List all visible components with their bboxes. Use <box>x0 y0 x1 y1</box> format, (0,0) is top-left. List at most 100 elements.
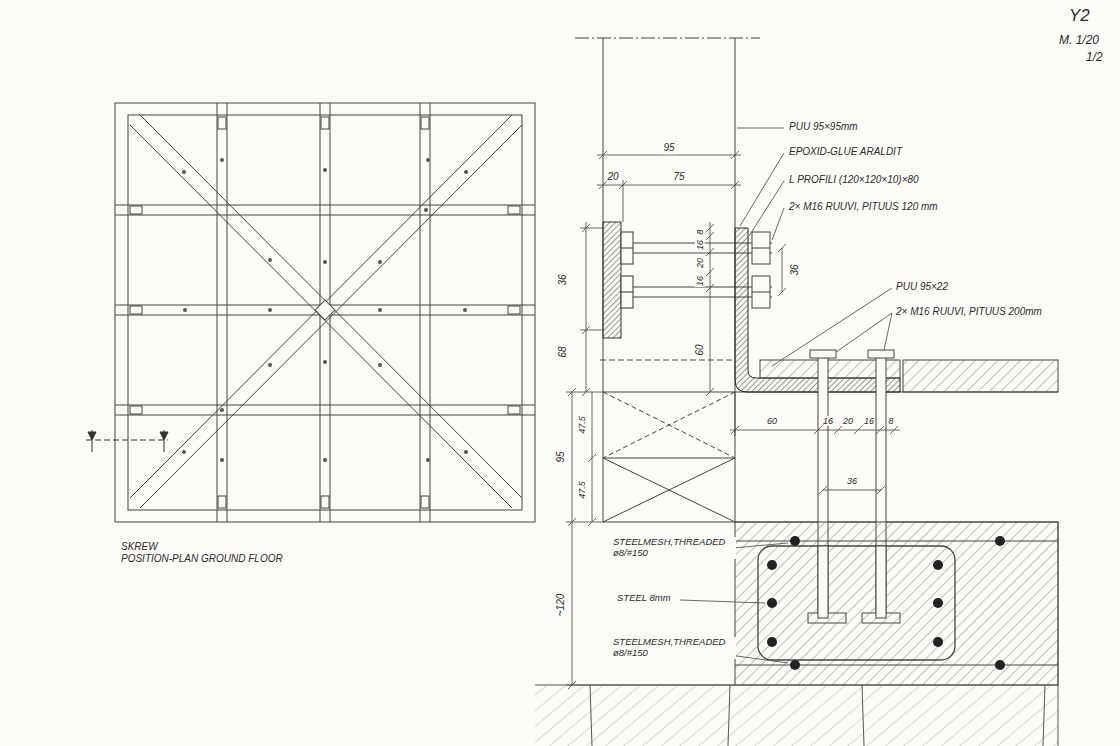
concrete-slab-part <box>876 546 886 618</box>
steel-plate <box>603 222 633 338</box>
dimension-lines-part <box>731 426 739 434</box>
dimension-lines-part <box>706 268 714 276</box>
plan-view-part <box>130 117 520 508</box>
dimension-lines-part <box>877 486 885 494</box>
plan-view-part-part <box>323 260 327 264</box>
plan-view-part-part <box>130 206 142 214</box>
anchor-bolts-part <box>810 350 836 358</box>
dimension-lines-part <box>778 288 786 296</box>
plan-view-part-part <box>378 308 382 312</box>
dimension-lines-part <box>854 426 862 434</box>
dimension-value: 60 <box>766 416 778 426</box>
plan-view-part-part <box>182 450 186 454</box>
dimension-lines-part <box>566 522 603 523</box>
section-view <box>575 38 1058 522</box>
material-note: PUU 95×22 <box>895 281 949 293</box>
concrete-slab-part <box>758 546 955 660</box>
leader-lines-part <box>749 181 784 236</box>
plan-view-part-part <box>508 206 520 214</box>
ground-part <box>590 685 592 746</box>
plan-view-part <box>115 215 535 216</box>
material-note: STEELMESH,THREADED ø8/#150 <box>612 637 736 659</box>
floor-board-part <box>903 360 1058 392</box>
plan-view-part-part <box>426 458 430 462</box>
dimension-lines-part <box>730 430 900 431</box>
plan-view-part <box>182 158 468 462</box>
dimension-value: 36 <box>557 273 569 286</box>
concrete-slab-part-part <box>933 560 943 570</box>
dimension-value: 16 <box>822 416 834 426</box>
leader-lines-part <box>772 288 892 366</box>
concrete-slab-part <box>818 546 828 618</box>
leader-lines-part <box>680 600 765 603</box>
plan-view-part <box>115 205 535 206</box>
dimension-lines-part <box>588 454 596 462</box>
concrete-slab-part-part <box>767 560 777 570</box>
dimension-lines-part <box>876 426 884 434</box>
drawing-caption: POSITION-PLAN GROUND FLOOR <box>120 553 284 565</box>
sheet-number: Y2 <box>1068 6 1091 26</box>
dimension-lines-part <box>710 222 711 392</box>
section-view-part-part <box>603 392 735 458</box>
section-view-part <box>600 360 735 361</box>
plan-view-part-part <box>130 406 142 414</box>
dimension-value: 75 <box>672 171 685 183</box>
ground-part <box>862 685 864 746</box>
dimension-lines-part <box>834 426 842 434</box>
dimension-value: 95 <box>662 142 675 154</box>
anchor-bolts-part <box>876 356 886 618</box>
dimension-value: 20 <box>695 257 705 269</box>
material-note: STEELMESH,THREADED ø8/#150 <box>612 537 736 559</box>
steel-plate-part <box>621 248 633 249</box>
ground-part <box>535 685 1058 686</box>
leader-lines-part <box>836 313 892 352</box>
scale-note: M. 1/20 <box>1058 34 1100 48</box>
dimension-lines-part <box>586 222 587 392</box>
dimension-lines <box>566 151 900 689</box>
plan-view-part-part <box>323 458 327 462</box>
plan-view-part-part <box>321 117 329 129</box>
ground-part <box>1058 522 1059 746</box>
section-marker <box>86 430 168 452</box>
dimension-lines-part <box>706 224 714 232</box>
section-marker-part <box>86 440 168 441</box>
plan-view-part <box>130 125 512 508</box>
section-view-part <box>603 458 735 522</box>
concrete-slab-part-part <box>767 598 777 608</box>
dimension-lines-part <box>823 490 881 491</box>
plan-view-part-part <box>421 496 429 508</box>
plan-view-part-part <box>218 496 226 508</box>
plan-view-part-part <box>464 170 468 174</box>
concrete-slab-part-part <box>995 536 1005 546</box>
material-note: EPOXID-GLUE ARALDIT <box>788 146 903 158</box>
steel-plate-part <box>621 276 633 308</box>
dimension-lines-part <box>572 392 573 685</box>
plan-view-part-part <box>421 117 429 129</box>
dimension-value: 20 <box>606 171 619 183</box>
dimension-value: 16 <box>695 239 705 251</box>
ground <box>535 522 1058 746</box>
plan-view-part-part <box>130 306 142 314</box>
bolts-m16-part <box>633 253 772 254</box>
material-note: STEEL 8mm <box>616 593 672 604</box>
leader-lines-part <box>772 208 784 240</box>
dimension-lines-part <box>599 151 607 159</box>
plan-view-part <box>115 103 535 522</box>
plan-view <box>115 103 535 522</box>
concrete-slab-part-part <box>933 637 943 647</box>
dimension-value: 16 <box>863 416 875 426</box>
anchor-bolts-part <box>818 356 828 618</box>
material-note: L PROFILI (120×120×10)×80 <box>788 174 920 186</box>
steel-plate-part <box>621 232 633 264</box>
plan-view-part-part <box>323 360 327 364</box>
material-note: PUU 95×95mm <box>788 121 859 133</box>
concrete-slab-part <box>735 665 1058 666</box>
dimension-lines-part <box>597 155 741 156</box>
bolts-m16-part <box>633 297 772 298</box>
leader-lines-part <box>884 313 892 350</box>
plan-view-part-part <box>220 408 224 412</box>
plan-view-part-part <box>378 260 382 264</box>
dimension-lines-part <box>778 244 786 252</box>
dimension-value: 36 <box>789 263 801 276</box>
